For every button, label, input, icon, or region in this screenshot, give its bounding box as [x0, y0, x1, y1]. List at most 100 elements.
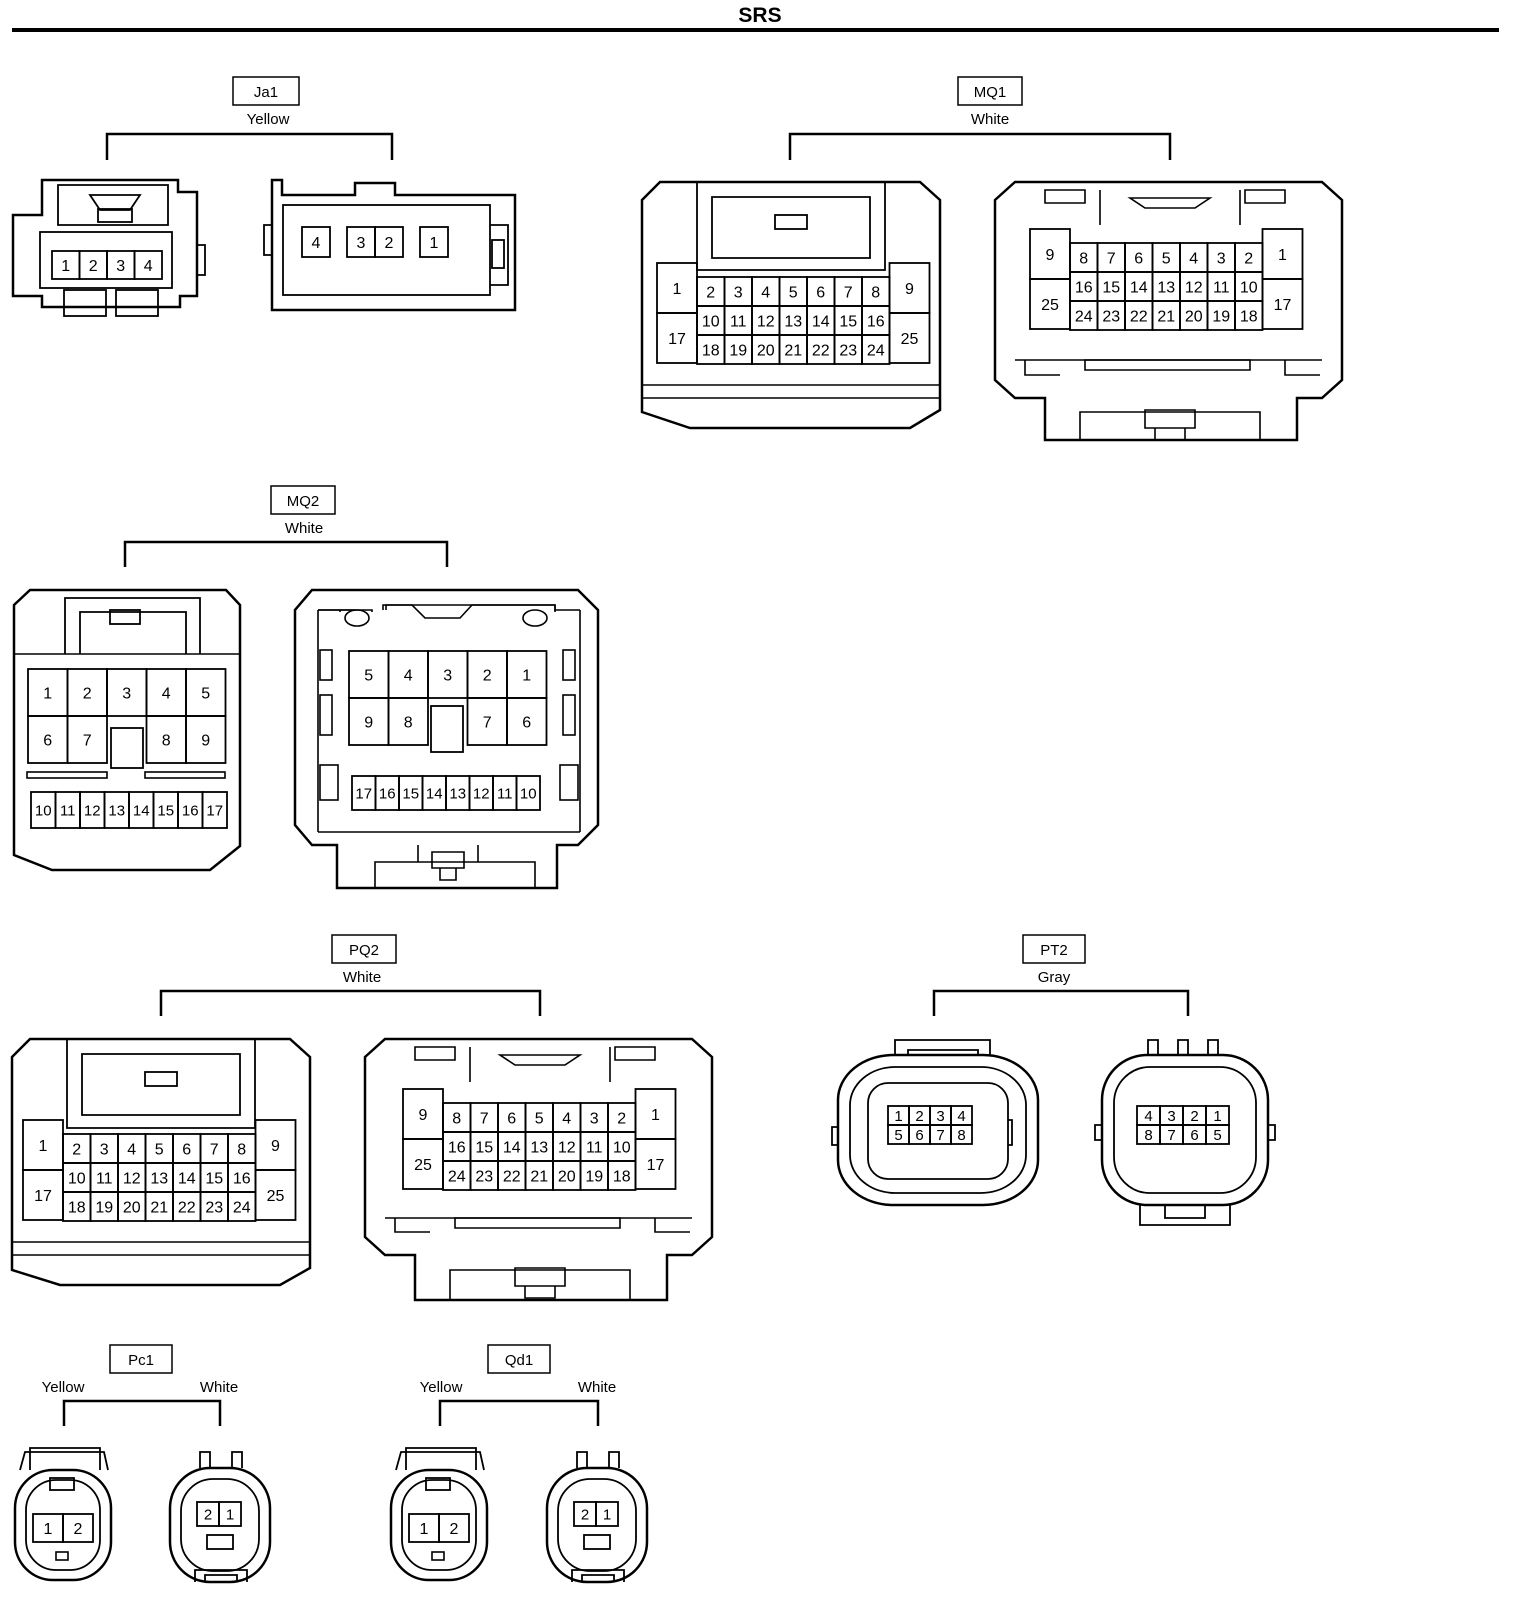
big24_right-pin: 2: [617, 1110, 626, 1127]
big24_right-pin: 1: [1278, 247, 1287, 264]
big24_right-pin: 12: [558, 1139, 576, 1156]
big24_right-pin: 19: [1212, 308, 1230, 325]
big24_left-pin: 20: [123, 1199, 141, 1216]
big24_right-pin: 18: [613, 1168, 631, 1185]
big24_left-pin: 4: [761, 284, 770, 301]
big24_right-pin: 17: [1274, 297, 1292, 314]
big24_right-pin: 10: [613, 1139, 631, 1156]
pt2-left-pin: 3: [936, 1108, 944, 1125]
ja1-right-pin-cell: [301, 226, 331, 258]
big24_right-pin: 16: [1075, 279, 1093, 296]
mq2-right-pin: 13: [449, 785, 466, 802]
pc1-code: Pc1: [128, 1352, 154, 1369]
qd1-color-left: Yellow: [420, 1379, 463, 1396]
pt2-right-pin: 6: [1190, 1127, 1198, 1144]
pc1-left-pin-cell: [62, 1513, 94, 1543]
mq2-left-pin-cell: [185, 715, 227, 764]
big24_left-pin: 15: [205, 1170, 223, 1187]
page-title: SRS: [738, 4, 782, 27]
big24_left-pin: 16: [867, 313, 885, 330]
mq2-left-pin: 7: [83, 732, 92, 749]
ja1-left-pin: 3: [116, 258, 125, 275]
big24_left-pin: 14: [812, 313, 830, 330]
title-rule: [12, 28, 1499, 32]
pt2-left-pin: 8: [957, 1127, 965, 1144]
pc1-right-pin-cell: [218, 1501, 242, 1527]
big24_left-pin: 22: [812, 342, 830, 359]
pt2-left-pin: 2: [915, 1108, 923, 1125]
mq2-right-pin: 7: [483, 714, 492, 731]
mq1-color: White: [971, 111, 1009, 128]
big24_left-pin: 4: [127, 1141, 136, 1158]
big24_left-pin: 9: [271, 1138, 280, 1155]
big24_left-pin: 17: [668, 331, 686, 348]
big24_left-pin: 3: [734, 284, 743, 301]
big24_left-pin: 2: [72, 1141, 81, 1158]
mq2-right-pin: 4: [404, 667, 413, 684]
big24_right-pin: 22: [503, 1168, 521, 1185]
big24_left-pin: 24: [867, 342, 885, 359]
big24_left-pin: 12: [123, 1170, 141, 1187]
qd1-right-pin: 1: [603, 1506, 611, 1523]
mq2-left-pin: 12: [84, 802, 101, 819]
mq2-right-pin: 16: [379, 785, 396, 802]
big24_left-pin: 10: [68, 1170, 86, 1187]
big24_left-pin-cell: [254, 1169, 297, 1221]
connector-qd1: [389, 1344, 649, 1584]
pc1-left-pin: 2: [74, 1521, 83, 1538]
big24_right-pin-cell: [1261, 278, 1304, 330]
big24_right-pin: 17: [647, 1157, 665, 1174]
big24_right-pin: 10: [1240, 279, 1258, 296]
mq2-left-pin: 8: [162, 732, 171, 749]
big24_right-pin: 21: [1157, 308, 1175, 325]
big24_right-pin-cell: [634, 1138, 677, 1190]
mq2-right-pin: 12: [473, 785, 490, 802]
pc1-color-left: Yellow: [42, 1379, 85, 1396]
big24_left-pin: 23: [205, 1199, 223, 1216]
big24_right-pin: 24: [1075, 308, 1093, 325]
mq2-left-pin: 13: [108, 802, 125, 819]
big24_right-pin: 21: [530, 1168, 548, 1185]
mq2-right-pin: 3: [443, 667, 452, 684]
big24_left-pin-cell: [888, 312, 931, 364]
big24_right-pin: 15: [1102, 279, 1120, 296]
qd1-left-pin-cell: [438, 1513, 470, 1543]
pc1-left-pin: 1: [44, 1521, 53, 1538]
mq2-right-pin: 8: [404, 714, 413, 731]
big24_right-pin: 9: [419, 1107, 428, 1124]
ja1-right-pin-cell: [419, 226, 449, 258]
big24_left-pin: 8: [871, 284, 880, 301]
pt2-right-pin: 4: [1144, 1108, 1152, 1125]
big24_right-pin: 6: [1134, 250, 1143, 267]
big24_right-pin: 3: [1217, 250, 1226, 267]
big24_left-pin: 25: [901, 331, 919, 348]
pin-cavity-blank: [110, 727, 144, 769]
big24_left-pin: 12: [757, 313, 775, 330]
ja1-left-pin: 1: [61, 258, 70, 275]
ja1-color: Yellow: [247, 111, 290, 128]
big24_right-pin: 4: [562, 1110, 571, 1127]
big24_left-pin: 17: [34, 1188, 52, 1205]
mq2-right-pin: 1: [522, 667, 531, 684]
big24_left-pin: 22: [178, 1199, 196, 1216]
big24_left-pin: 14: [178, 1170, 196, 1187]
pc1-right-pin: 2: [204, 1506, 212, 1523]
mq2-left-pin: 14: [133, 802, 150, 819]
mq2-right-pin: 9: [364, 714, 373, 731]
big24_right-pin: 23: [475, 1168, 493, 1185]
big24_left-pin: 13: [784, 313, 802, 330]
connector-mq2: [12, 485, 600, 890]
connector-mq1: [640, 76, 1344, 442]
big24_right-pin: 8: [452, 1110, 461, 1127]
mq2-left-pin: 15: [157, 802, 174, 819]
pt2-left-pin: 5: [894, 1127, 902, 1144]
big24_left-pin: 21: [784, 342, 802, 359]
connector-pc1: [13, 1344, 272, 1584]
mq2-right-pin-cell: [515, 775, 541, 811]
big24_left-pin: 1: [39, 1138, 48, 1155]
big24_left-pin: 18: [68, 1199, 86, 1216]
connector-pq2: [10, 934, 714, 1302]
big24_left-pin: 15: [839, 313, 857, 330]
big24_right-pin: 16: [448, 1139, 466, 1156]
big24_right-pin: 20: [558, 1168, 576, 1185]
